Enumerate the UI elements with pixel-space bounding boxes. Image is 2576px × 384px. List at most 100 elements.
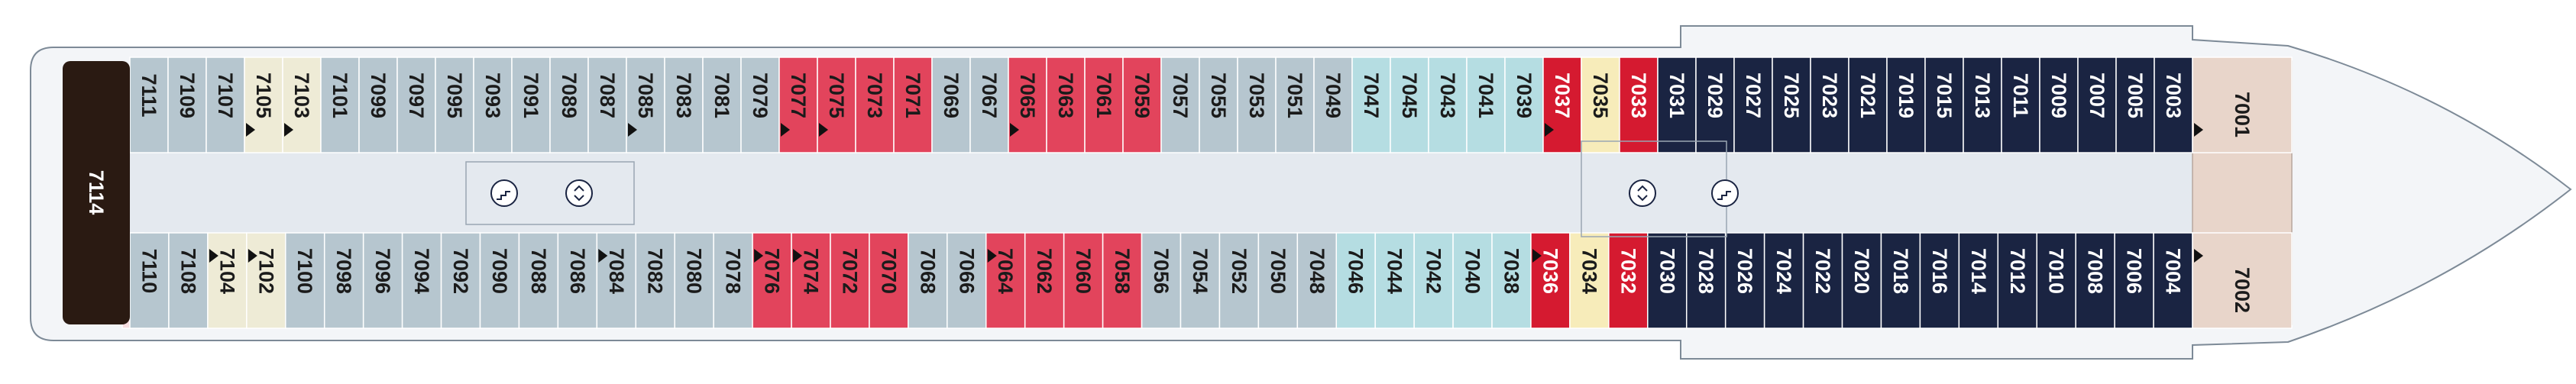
cabin-7066[interactable]: 7066 <box>947 232 987 329</box>
cabin-7054[interactable]: 7054 <box>1180 232 1221 329</box>
cabin-7037[interactable]: 7037 <box>1542 56 1582 153</box>
cabin-7035[interactable]: 7035 <box>1581 56 1620 153</box>
cabin-7095[interactable]: 7095 <box>435 56 474 153</box>
cabin-7075[interactable]: 7075 <box>817 56 856 153</box>
cabin-7093[interactable]: 7093 <box>473 56 513 153</box>
cabin-7098[interactable]: 7098 <box>323 232 364 329</box>
cabin-7044[interactable]: 7044 <box>1374 232 1415 329</box>
cabin-7020[interactable]: 7020 <box>1841 232 1882 329</box>
cabin-7110[interactable]: 7110 <box>129 232 170 329</box>
cabin-7101[interactable]: 7101 <box>320 56 360 153</box>
cabin-7050[interactable]: 7050 <box>1257 232 1299 329</box>
cabin-7048[interactable]: 7048 <box>1296 232 1337 329</box>
cabin-7059[interactable]: 7059 <box>1122 56 1162 153</box>
cabin-7013[interactable]: 7013 <box>1963 56 2002 153</box>
cabin-7107[interactable]: 7107 <box>205 56 245 153</box>
cabin-7104[interactable]: 7104 <box>207 232 248 329</box>
cabin-7019[interactable]: 7019 <box>1886 56 1926 153</box>
cabin-7071[interactable]: 7071 <box>893 56 933 153</box>
cabin-7049[interactable]: 7049 <box>1313 56 1353 153</box>
cabin-7084[interactable]: 7084 <box>596 232 637 329</box>
cabin-7001[interactable]: 7001 <box>2192 56 2293 153</box>
cabin-7058[interactable]: 7058 <box>1102 232 1143 329</box>
cabin-7087[interactable]: 7087 <box>587 56 627 153</box>
cabin-7061[interactable]: 7061 <box>1084 56 1124 153</box>
cabin-7047[interactable]: 7047 <box>1351 56 1391 153</box>
cabin-7033[interactable]: 7033 <box>1619 56 1659 153</box>
cabin-7089[interactable]: 7089 <box>549 56 589 153</box>
cabin-7024[interactable]: 7024 <box>1763 232 1804 329</box>
cabin-7085[interactable]: 7085 <box>626 56 665 153</box>
cabin-7029[interactable]: 7029 <box>1695 56 1735 153</box>
cabin-7077[interactable]: 7077 <box>778 56 818 153</box>
cabin-7026[interactable]: 7026 <box>1724 232 1765 329</box>
cabin-7097[interactable]: 7097 <box>396 56 436 153</box>
cabin-7062[interactable]: 7062 <box>1024 232 1065 329</box>
cabin-7003[interactable]: 7003 <box>2154 56 2193 153</box>
cabin-7090[interactable]: 7090 <box>479 232 520 329</box>
cabin-7028[interactable]: 7028 <box>1685 232 1727 329</box>
cabin-7088[interactable]: 7088 <box>518 232 559 329</box>
cabin-7053[interactable]: 7053 <box>1237 56 1277 153</box>
cabin-7031[interactable]: 7031 <box>1657 56 1697 153</box>
cabin-7046[interactable]: 7046 <box>1335 232 1376 329</box>
cabin-7039[interactable]: 7039 <box>1504 56 1544 153</box>
cabin-7109[interactable]: 7109 <box>167 56 207 153</box>
cabin-7045[interactable]: 7045 <box>1390 56 1429 153</box>
cabin-7070[interactable]: 7070 <box>869 232 909 329</box>
cabin-7038[interactable]: 7038 <box>1491 232 1532 329</box>
cabin-7060[interactable]: 7060 <box>1063 232 1104 329</box>
cabin-7023[interactable]: 7023 <box>1810 56 1849 153</box>
cabin-7042[interactable]: 7042 <box>1413 232 1454 329</box>
cabin-7069[interactable]: 7069 <box>931 56 971 153</box>
cabin-7021[interactable]: 7021 <box>1848 56 1888 153</box>
cabin-7083[interactable]: 7083 <box>664 56 704 153</box>
cabin-7094[interactable]: 7094 <box>401 232 442 329</box>
cabin-7051[interactable]: 7051 <box>1275 56 1315 153</box>
cabin-7004[interactable]: 7004 <box>2153 232 2193 329</box>
cabin-7030[interactable]: 7030 <box>1647 232 1688 329</box>
cabin-7074[interactable]: 7074 <box>791 232 831 329</box>
cabin-7052[interactable]: 7052 <box>1218 232 1260 329</box>
cabin-7057[interactable]: 7057 <box>1160 56 1200 153</box>
cabin-7065[interactable]: 7065 <box>1008 56 1047 153</box>
cabin-7006[interactable]: 7006 <box>2114 232 2154 329</box>
cabin-7082[interactable]: 7082 <box>635 232 675 329</box>
cabin-7108[interactable]: 7108 <box>168 232 209 329</box>
cabin-7100[interactable]: 7100 <box>285 232 325 329</box>
cabin-7014[interactable]: 7014 <box>1958 232 1999 329</box>
cabin-7008[interactable]: 7008 <box>2075 232 2115 329</box>
cabin-7111[interactable]: 7111 <box>129 56 169 153</box>
cabin-7011[interactable]: 7011 <box>2001 56 2040 153</box>
cabin-7015[interactable]: 7015 <box>1924 56 1964 153</box>
cabin-7091[interactable]: 7091 <box>511 56 551 153</box>
cabin-7018[interactable]: 7018 <box>1880 232 1921 329</box>
cabin-7002[interactable]: 7002 <box>2192 232 2293 329</box>
cabin-7010[interactable]: 7010 <box>2036 232 2076 329</box>
cabin-7005[interactable]: 7005 <box>2115 56 2155 153</box>
cabin-7063[interactable]: 7063 <box>1046 56 1086 153</box>
cabin-7012[interactable]: 7012 <box>1997 232 2037 329</box>
cabin-7105[interactable]: 7105 <box>244 56 283 153</box>
cabin-7079[interactable]: 7079 <box>740 56 780 153</box>
cabin-7072[interactable]: 7072 <box>830 232 870 329</box>
cabin-7078[interactable]: 7078 <box>713 232 753 329</box>
cabin-7067[interactable]: 7067 <box>969 56 1009 153</box>
cabin-7099[interactable]: 7099 <box>358 56 398 153</box>
cabin-7092[interactable]: 7092 <box>440 232 481 329</box>
cabin-7056[interactable]: 7056 <box>1141 232 1182 329</box>
cabin-7103[interactable]: 7103 <box>282 56 322 153</box>
cabin-7073[interactable]: 7073 <box>855 56 895 153</box>
cabin-7041[interactable]: 7041 <box>1466 56 1506 153</box>
cabin-7022[interactable]: 7022 <box>1802 232 1843 329</box>
cabin-7016[interactable]: 7016 <box>1919 232 1960 329</box>
cabin-7096[interactable]: 7096 <box>362 232 403 329</box>
cabin-7080[interactable]: 7080 <box>674 232 714 329</box>
cabin-7025[interactable]: 7025 <box>1772 56 1811 153</box>
cabin-7081[interactable]: 7081 <box>702 56 742 153</box>
cabin-7086[interactable]: 7086 <box>557 232 598 329</box>
cabin-7076[interactable]: 7076 <box>752 232 792 329</box>
cabin-7009[interactable]: 7009 <box>2039 56 2079 153</box>
cabin-7027[interactable]: 7027 <box>1733 56 1773 153</box>
cabin-7007[interactable]: 7007 <box>2077 56 2117 153</box>
